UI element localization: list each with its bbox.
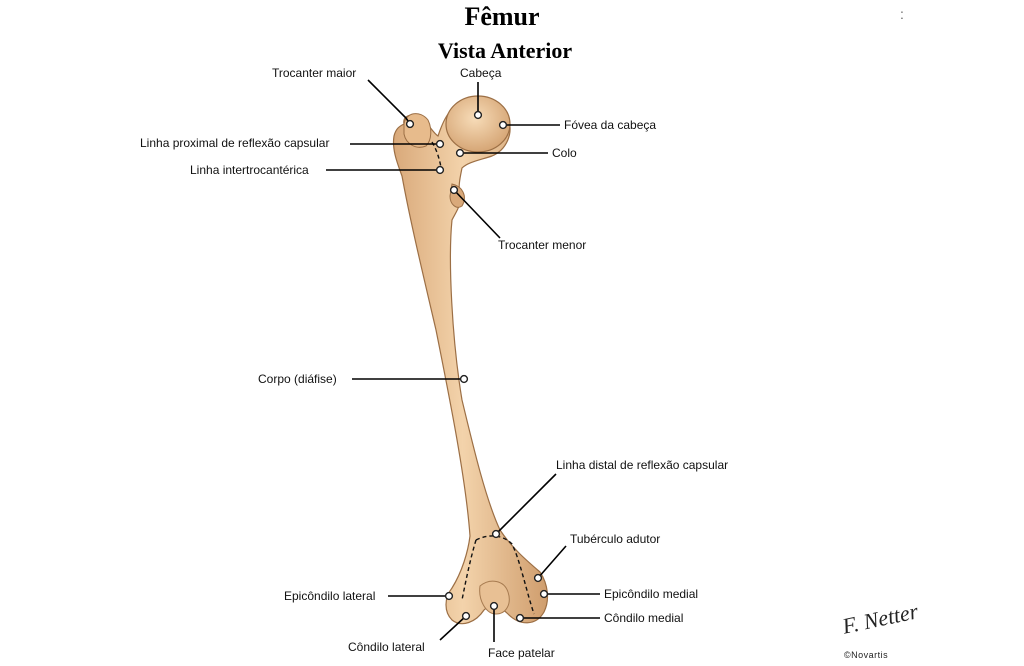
label-linha-distal: Linha distal de reflexão capsular — [556, 458, 729, 472]
label-fovea-cabeca: Fóvea da cabeça — [564, 118, 657, 132]
label-linha-intertrocanterica: Linha intertrocantérica — [190, 163, 309, 177]
greater-trochanter-shape — [403, 113, 432, 148]
copyright-notice: ©Novartis — [844, 650, 889, 660]
label-condilo-medial: Côndilo medial — [604, 611, 684, 625]
femur-bone — [392, 98, 549, 625]
label-epicondilo-lateral: Epicôndilo lateral — [284, 589, 376, 603]
patellar-surface-shape — [479, 580, 510, 615]
marker-dots — [405, 110, 549, 623]
distal-capsule-line — [461, 535, 535, 615]
label-cabeca: Cabeça — [460, 66, 502, 80]
diagram-subtitle: Vista Anterior — [437, 38, 573, 63]
label-condilo-lateral: Côndilo lateral — [348, 640, 425, 654]
label-trocanter-menor: Trocanter menor — [498, 238, 587, 252]
label-face-patelar: Face patelar — [488, 646, 555, 660]
edge-mark: : — [900, 6, 904, 22]
label-linha-proximal: Linha proximal de reflexão capsular — [140, 136, 330, 150]
diagram-title: Fêmur — [464, 2, 540, 31]
label-colo: Colo — [552, 146, 577, 160]
label-trocanter-maior: Trocanter maior — [272, 66, 357, 80]
label-epicondilo-medial: Epicôndilo medial — [604, 587, 699, 601]
label-corpo: Corpo (diáfise) — [258, 372, 337, 386]
label-tuberculo-adutor: Tubérculo adutor — [570, 532, 661, 546]
